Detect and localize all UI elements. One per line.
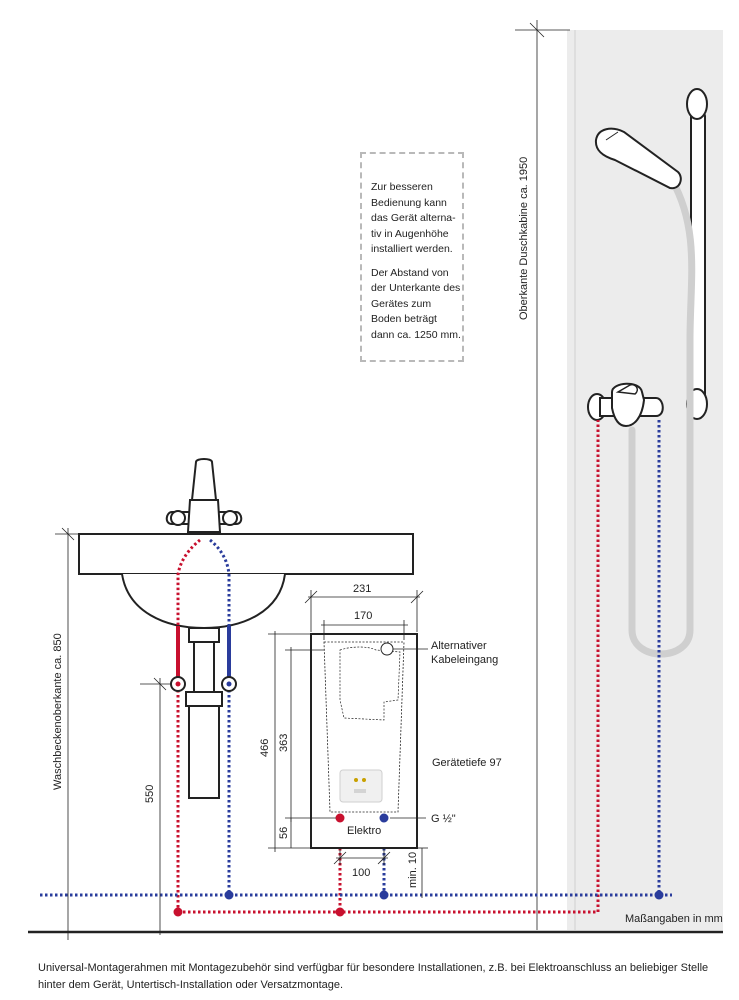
caption: Universal-Montagerahmen mit Montagezubeh… [38, 962, 709, 991]
width-100-dimension [333, 848, 391, 865]
heater-display [339, 769, 383, 803]
width-231-dimension [304, 590, 424, 632]
dim-56-label: 56 [278, 827, 290, 839]
min-10-dimension [415, 847, 428, 898]
height-466-dimension [268, 631, 311, 852]
device-depth-label: Gerätetiefe 97 [432, 757, 502, 769]
note-paragraph-1: Zur besseren Bedienung kann das Gerät al… [371, 181, 456, 255]
washbasin-top [78, 533, 414, 575]
shower-hose [628, 176, 696, 658]
dim-363-label: 363 [278, 734, 290, 752]
height-363-dimension [285, 647, 336, 822]
dim-170-label: 170 [354, 610, 372, 622]
basin-top-label: Waschbeckenoberkante ca. 850 [52, 633, 64, 790]
note-paragraph-2: Der Abstand von der Unterkante des Gerät… [371, 266, 461, 341]
shower-head [594, 127, 682, 190]
elektro-label: Elektro [347, 825, 381, 837]
dim-550-label: 550 [144, 785, 156, 803]
dim-466-label: 466 [259, 739, 271, 757]
width-170-dimension [321, 620, 408, 640]
alt-cable-label-2: Kabeleingang [431, 654, 498, 666]
dim-100-label: 100 [352, 867, 370, 879]
valve-height-dimension [140, 677, 172, 935]
water-heater [310, 633, 418, 849]
alt-cable-label-1: Alternativer [431, 640, 487, 652]
dim-min10-label: min. 10 [407, 852, 419, 888]
washbasin-bowl [121, 573, 286, 630]
basin-faucet [165, 458, 243, 533]
cold-water-line [40, 420, 672, 897]
pipe-connection-points [173, 890, 664, 917]
units-label: Maßangaben in mm [625, 913, 723, 925]
info-note: Zur besseren Bedienung kann das Gerät al… [360, 152, 464, 362]
shower-height-dimension [515, 20, 570, 930]
thread-label: G ½" [431, 813, 456, 825]
hot-water-line [176, 420, 600, 914]
dim-231-label: 231 [353, 583, 371, 595]
shower-mixer [587, 382, 664, 428]
basin-height-dimension [55, 527, 82, 940]
drain-siphon [185, 627, 223, 799]
shower-top-label: Oberkante Duschkabine ca. 1950 [518, 157, 530, 320]
